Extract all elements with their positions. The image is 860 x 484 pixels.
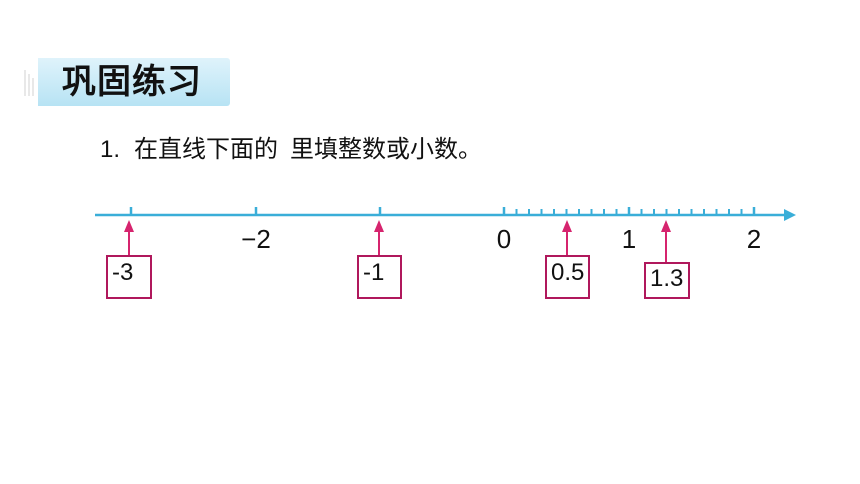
header-decoration-icon bbox=[24, 70, 34, 96]
answer-box-1[interactable]: -3 bbox=[106, 255, 152, 299]
pointer-arrow-3 bbox=[562, 220, 572, 255]
axis-label-2: 2 bbox=[747, 224, 761, 254]
question-text-after: 里填整数或小数。 bbox=[290, 135, 483, 163]
minor-ticks bbox=[502, 207, 756, 215]
pointer-arrow-2 bbox=[374, 220, 384, 255]
pointer-arrow-1 bbox=[124, 220, 134, 255]
section-header-tab bbox=[38, 58, 230, 106]
pointer-arrow-4 bbox=[661, 220, 671, 262]
question-number: 1. bbox=[100, 136, 121, 163]
answer-value-3: 0.5 bbox=[551, 259, 585, 286]
answer-box-3[interactable]: 0.5 bbox=[545, 255, 590, 299]
question-text: 1. 在直线下面的里填整数或小数。 bbox=[100, 132, 482, 167]
answer-box-4[interactable]: 1.3 bbox=[644, 262, 690, 299]
axis-label-0: 0 bbox=[497, 224, 511, 254]
answer-value-2: -1 bbox=[363, 259, 385, 286]
answer-value-1: -3 bbox=[112, 259, 134, 286]
axis-label-minus-2: −2 bbox=[241, 224, 271, 254]
number-line-arrowhead bbox=[784, 209, 796, 221]
question-text-before: 在直线下面的 bbox=[134, 135, 279, 163]
answer-value-4: 1.3 bbox=[650, 265, 684, 292]
answer-box-2[interactable]: -1 bbox=[357, 255, 402, 299]
axis-label-1: 1 bbox=[622, 224, 636, 254]
section-title: 巩固练习 bbox=[62, 62, 202, 102]
